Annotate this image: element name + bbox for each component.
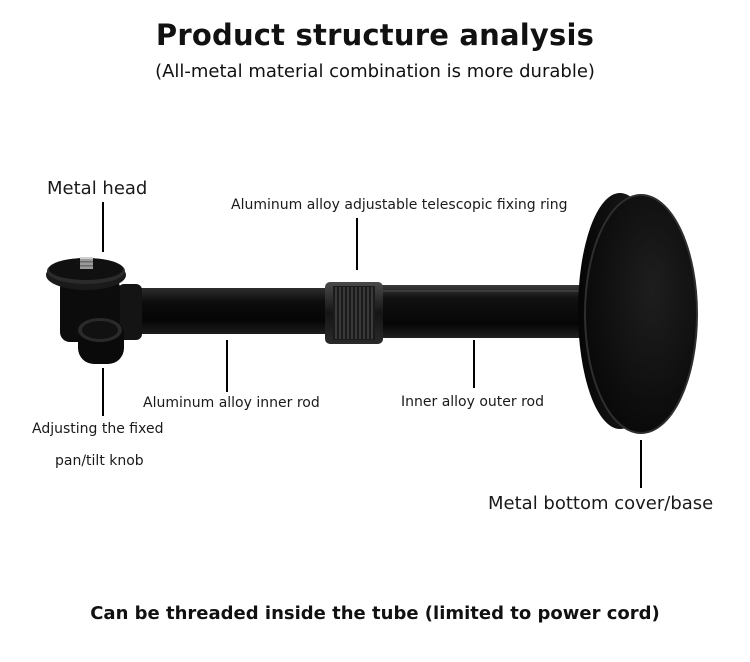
label-metal-head: Metal head [47,178,148,199]
fixing-ring [325,282,383,344]
page-subtitle: (All-metal material combination is more … [155,61,595,82]
label-base: Metal bottom cover/base [488,493,714,514]
label-knob-line1: Adjusting the fixed [32,421,164,437]
footer-note: Can be threaded inside the tube (limited… [90,603,660,624]
label-fixing-ring: Aluminum alloy adjustable telescopic fix… [231,197,568,213]
label-knob-line2: pan/tilt knob [55,453,144,469]
label-outer-rod: Inner alloy outer rod [401,394,545,410]
label-inner-rod: Aluminum alloy inner rod [143,395,320,411]
page-title: Product structure analysis [155,18,595,52]
outer-rod [378,285,613,338]
metal-base [578,193,698,434]
inner-rod [128,288,333,334]
pan-tilt-knob [78,318,124,364]
